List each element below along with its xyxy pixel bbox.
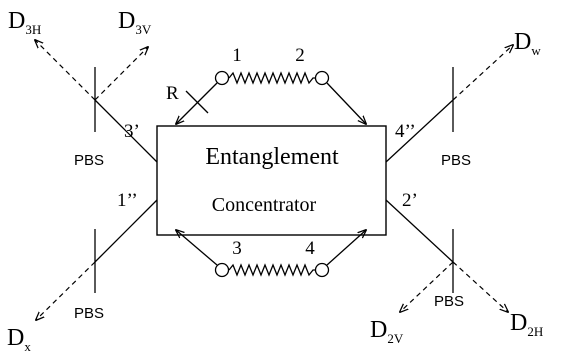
detector-2v: D2V <box>370 317 404 346</box>
beam-3prime-label: 3’ <box>124 121 140 142</box>
port-1-circle <box>214 70 230 86</box>
detector-3v: D3V <box>118 8 152 37</box>
pbs-lower-left-label: PBS <box>74 305 104 322</box>
pbs-lower-right-label: PBS <box>434 293 464 310</box>
photon-4-path <box>326 230 366 266</box>
detector-3h: D3H <box>8 8 41 37</box>
retarder-label: R <box>166 83 179 104</box>
entangled-link-top <box>228 71 315 85</box>
beam-2h-dashed <box>452 261 508 312</box>
retarder-r <box>185 90 209 114</box>
beam-2v-dashed <box>400 261 454 312</box>
photon-3-path <box>176 230 218 266</box>
port-3-circle <box>214 262 230 278</box>
detector-2h: D2H <box>510 310 543 339</box>
beam-3v-dashed <box>94 47 148 101</box>
port-4-label: 4 <box>305 238 315 259</box>
beam-2prime <box>385 199 454 263</box>
detector-w: Dw <box>514 29 541 58</box>
entangled-link-bottom <box>228 263 315 277</box>
beam-2prime-label: 2’ <box>402 190 418 211</box>
beam-3prime <box>94 99 158 163</box>
beam-3h-dashed <box>35 40 96 101</box>
pbs-upper-left-label: PBS <box>74 152 104 169</box>
box-title: Entanglement <box>205 144 339 170</box>
beam-4doubleprime <box>385 99 454 163</box>
photon-2-path <box>326 82 366 124</box>
pbs-upper-right-label: PBS <box>441 152 471 169</box>
box-subtitle: Concentrator <box>212 194 317 216</box>
port-2-label: 2 <box>295 45 305 66</box>
port-3-label: 3 <box>232 238 242 259</box>
beam-1doubleprime <box>94 199 158 263</box>
port-2-circle <box>314 70 330 86</box>
beam-x-dashed <box>36 261 96 320</box>
detector-x: Dx <box>7 325 31 354</box>
port-1-label: 1 <box>232 45 242 66</box>
beam-4doubleprime-label: 4’’ <box>395 121 416 142</box>
beam-1doubleprime-label: 1’’ <box>117 190 138 211</box>
concentrator-box <box>156 125 387 236</box>
beam-w-dashed <box>452 45 513 101</box>
photon-1-path <box>176 82 218 124</box>
port-4-circle <box>314 262 330 278</box>
